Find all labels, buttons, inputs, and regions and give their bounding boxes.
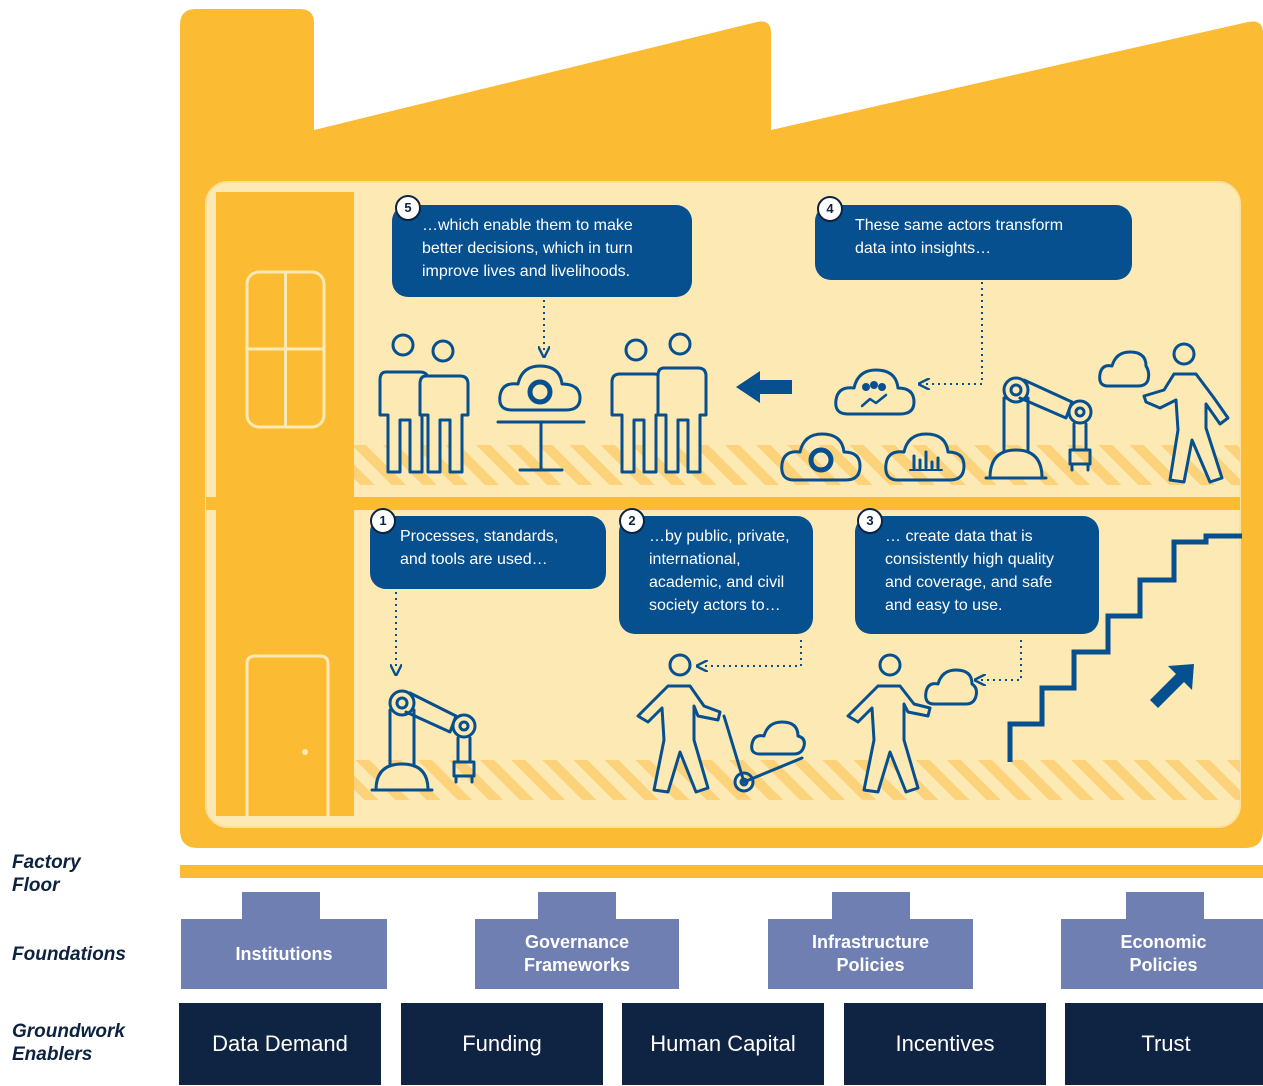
pie-chart-cloud-icon (780, 432, 862, 482)
insights-cloud-icon (834, 368, 916, 416)
step-1-badge: 1 (370, 508, 396, 534)
robot-arm-lower-icon (370, 689, 477, 792)
person-carrying-cloud-lower-icon (846, 653, 978, 794)
floor-stripe-lower (354, 760, 1240, 800)
groundwork-data-demand: Data Demand (179, 1003, 381, 1085)
callout-step-2: …by public, private, international, acad… (619, 516, 813, 634)
foundation-tab-governance (538, 892, 616, 920)
staircase-icon (1007, 533, 1242, 762)
step-3-badge: 3 (857, 508, 883, 534)
left-arrow-icon (736, 371, 792, 403)
callout-step-3: … create data that is consistently high … (855, 516, 1099, 634)
foundation-institutions: Institutions (181, 919, 387, 989)
groundwork-human-capital: Human Capital (622, 1003, 824, 1085)
callout-step-4-text: These same actors transform data into in… (855, 217, 1064, 257)
foundation-governance-frameworks: Governance Frameworks (475, 919, 679, 989)
people-pair-right-icon (610, 332, 708, 474)
step-5-badge: 5 (395, 195, 421, 221)
label-factory-floor: Factory Floor (12, 852, 81, 896)
robot-arm-upper-icon (984, 376, 1093, 480)
connector-2 (702, 640, 802, 666)
cloud-table-icon (496, 364, 586, 472)
callout-step-1: Processes, standards, and tools are used… (370, 516, 606, 589)
window-icon (245, 270, 326, 429)
groundwork-incentives: Incentives (844, 1003, 1046, 1085)
callout-step-1-text: Processes, standards, and tools are used… (400, 528, 559, 568)
label-groundwork-enablers: Groundwork Enablers (12, 1021, 125, 1065)
callout-step-5-text: …which enable them to make better decisi… (422, 217, 633, 280)
connector-4 (924, 282, 983, 384)
people-pair-left-icon (378, 333, 470, 474)
callout-step-3-text: … create data that is consistently high … (885, 528, 1054, 614)
callout-step-2-text: …by public, private, international, acad… (649, 528, 790, 614)
step-4-badge: 4 (817, 196, 843, 222)
person-carrying-cloud-upper-icon (1098, 342, 1230, 484)
person-with-cart-icon (636, 653, 806, 794)
bar-chart-cloud-icon (884, 432, 966, 482)
foundation-economic-policies: Economic Policies (1061, 919, 1263, 989)
callout-step-5: …which enable them to make better decisi… (392, 205, 692, 297)
foundation-tab-institutions (242, 892, 320, 920)
up-right-arrow-icon (1150, 664, 1194, 708)
foundation-infrastructure-policies: Infrastructure Policies (768, 919, 973, 989)
groundwork-trust: Trust (1065, 1003, 1263, 1085)
callout-step-4: These same actors transform data into in… (815, 205, 1132, 280)
floor-divider (206, 497, 1240, 510)
groundwork-funding: Funding (401, 1003, 603, 1085)
foundation-tab-economic (1126, 892, 1204, 920)
foundation-tab-infrastructure (832, 892, 910, 920)
connector-3 (980, 640, 1022, 680)
label-foundations: Foundations (12, 944, 126, 965)
left-wall-lower (216, 510, 354, 816)
factory-floor-bar (180, 865, 1263, 878)
door-icon (245, 654, 330, 816)
step-2-badge: 2 (619, 508, 645, 534)
